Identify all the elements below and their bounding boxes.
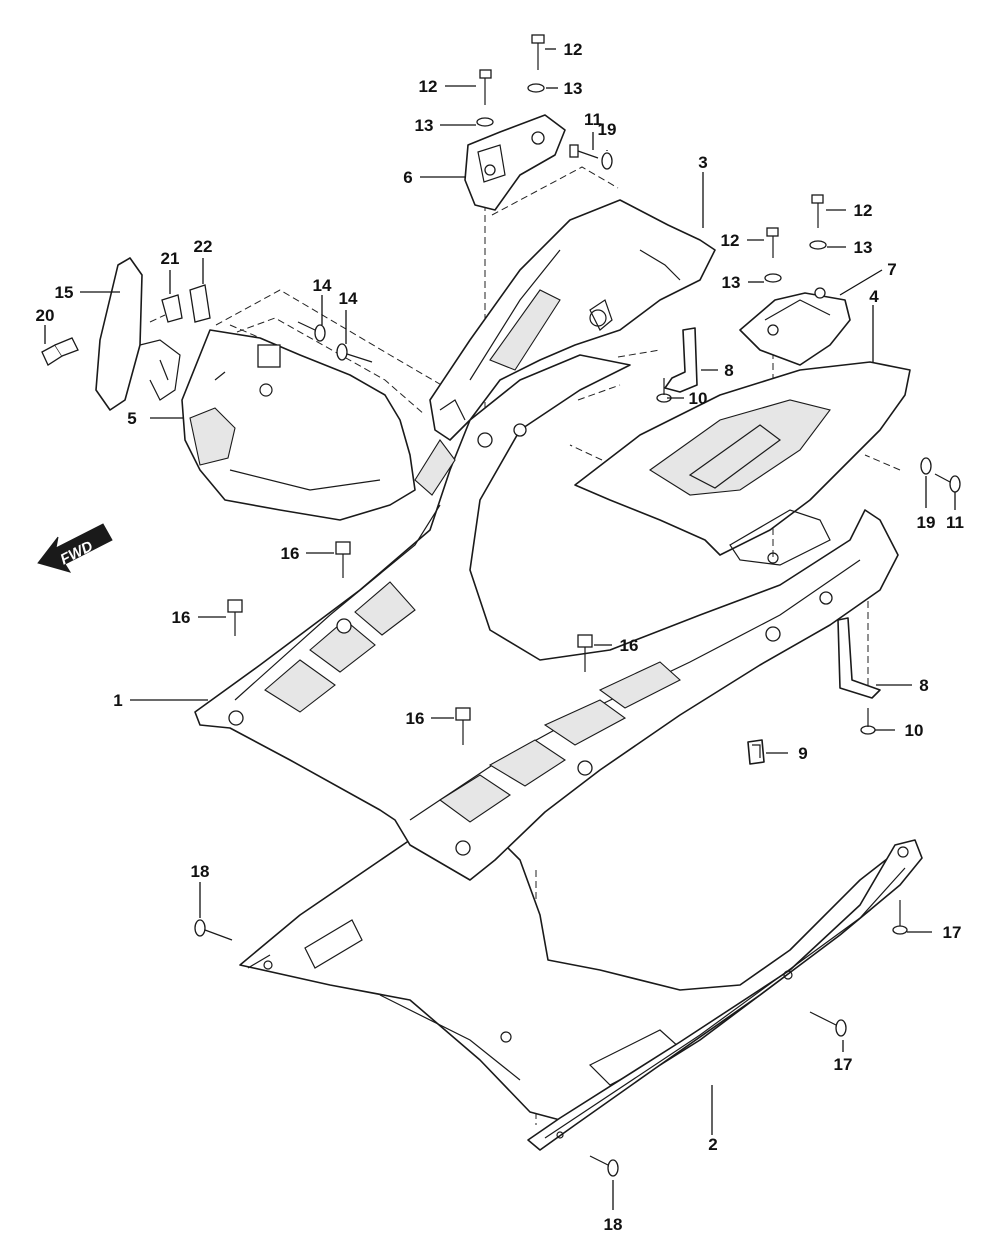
callout-11-lower: 11 (946, 513, 964, 532)
brackets-part-8 (664, 327, 881, 699)
callout-16-a: 16 (281, 544, 300, 563)
callout-13-a: 13 (415, 116, 434, 135)
callout-7: 7 (887, 260, 896, 279)
callout-22: 22 (194, 237, 213, 256)
callout-14-a: 14 (313, 276, 332, 295)
callout-5: 5 (127, 409, 136, 428)
hook-part-15 (95, 257, 181, 411)
callout-14-b: 14 (339, 289, 358, 308)
callout-12-a: 12 (419, 77, 438, 96)
callout-13-b: 13 (564, 79, 583, 98)
callout-6: 6 (403, 168, 412, 187)
callout-15: 15 (55, 283, 74, 302)
floor-panel-part-1 (194, 354, 899, 881)
callout-20: 20 (36, 306, 55, 325)
under-cover-part-2 (239, 809, 906, 1121)
callout-2: 2 (708, 1135, 717, 1154)
leader-lines (44, 48, 956, 1210)
callout-11-upper: 11 (584, 110, 602, 129)
callout-17-a: 17 (943, 923, 962, 942)
callout-10-upper: 10 (689, 389, 708, 408)
callout-21: 21 (161, 249, 180, 268)
callout-10-lower: 10 (905, 721, 924, 740)
fasteners (194, 34, 961, 1177)
callout-12-c: 12 (721, 231, 740, 250)
callout-16-d: 16 (406, 709, 425, 728)
callout-1: 1 (113, 691, 122, 710)
callout-4: 4 (869, 287, 879, 306)
callout-19-upper: 19 (598, 120, 617, 139)
callout-16-b: 16 (172, 608, 191, 627)
side-cover-part-4 (574, 361, 911, 566)
callout-12-b: 12 (564, 40, 583, 59)
callout-18-a: 18 (191, 862, 210, 881)
hardware-parts-20-21-22 (41, 284, 211, 366)
callout-18-b: 18 (604, 1215, 623, 1234)
clip-part-9 (747, 739, 765, 765)
callout-13-c: 13 (722, 273, 741, 292)
callout-12-d: 12 (854, 201, 873, 220)
callout-17-b: 17 (834, 1055, 853, 1074)
callout-13-d: 13 (854, 238, 873, 257)
bracket-part-7 (739, 287, 851, 366)
callout-8-upper: 8 (724, 361, 733, 380)
callout-19-lower: 19 (917, 513, 936, 532)
callout-3: 3 (698, 153, 707, 172)
front-cover-part-5 (181, 329, 416, 521)
callout-9: 9 (798, 744, 807, 763)
forward-direction-arrow: FWD (37, 523, 113, 573)
side-strip-part-2 (527, 839, 923, 1151)
callout-8-lower: 8 (919, 676, 928, 695)
bracket-part-6 (464, 114, 566, 211)
center-cover-part-3 (429, 199, 716, 441)
callout-16-c: 16 (620, 636, 639, 655)
callout-labels: 1 2 3 4 5 6 7 8 8 9 10 10 11 11 12 12 12… (36, 40, 964, 1234)
